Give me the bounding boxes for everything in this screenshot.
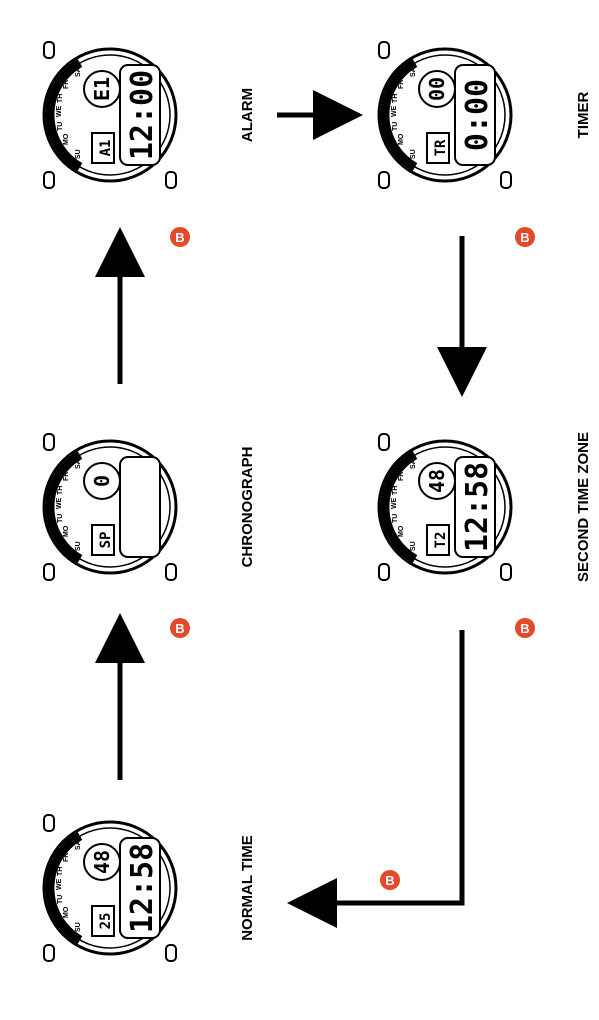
day-su: SU — [75, 922, 82, 932]
day-fr: FR — [63, 472, 70, 481]
day-sa: SA — [410, 67, 417, 77]
mode-label-alarm: ALARM — [239, 88, 256, 142]
day-th: TH — [57, 94, 64, 103]
day-su: SU — [75, 541, 82, 551]
watch-alarm: SU MO TU WE TH FR SA A1 E1 12:00 — [42, 41, 178, 189]
alarm-main-display: 12:00 — [125, 70, 160, 160]
day-we: WE — [56, 878, 63, 890]
watch-face-icon: SU MO TU WE TH FR SA T2 48 12:58 — [377, 433, 513, 581]
svg-text:B: B — [175, 621, 184, 636]
day-tu: TU — [57, 895, 64, 904]
mode-label-timer: TIMER — [575, 92, 592, 139]
button-b-icon: B — [380, 870, 400, 890]
day-su: SU — [75, 149, 82, 159]
day-th: TH — [57, 867, 64, 876]
day-fr: FR — [398, 472, 405, 481]
svg-text:B: B — [520, 621, 529, 636]
watch-timer: SU MO TU WE TH FR SA TR 00 0:00 — [377, 41, 513, 189]
day-we: WE — [56, 105, 63, 117]
chrono-right-display: 0 — [90, 475, 114, 487]
day-th: TH — [392, 94, 399, 103]
watch-normal-time: SU MO TU WE TH FR SA 25 48 12:58 — [42, 814, 178, 962]
day-sa: SA — [75, 840, 82, 850]
mode-label-chronograph: CHRONOGRAPH — [239, 447, 256, 568]
day-mo: MO — [63, 525, 70, 537]
tz2-left-display: T2 — [433, 532, 449, 549]
mode-label-normal: NORMAL TIME — [239, 835, 256, 941]
svg-text:B: B — [175, 230, 184, 245]
watch-second-time-zone: SU MO TU WE TH FR SA T2 48 12:58 — [377, 433, 513, 581]
day-tu: TU — [392, 122, 399, 131]
tz2-right-display: 48 — [425, 469, 449, 493]
day-mo: MO — [63, 906, 70, 918]
day-we: WE — [391, 497, 398, 509]
mode-label-second-time-zone: SECOND TIME ZONE — [575, 432, 592, 582]
alarm-left-display: A1 — [98, 140, 114, 157]
day-fr: FR — [63, 80, 70, 89]
day-we: WE — [56, 497, 63, 509]
day-we: WE — [391, 105, 398, 117]
watch-face-icon: SU MO TU WE TH FR SA A1 E1 12:00 — [42, 41, 178, 189]
day-sa: SA — [410, 459, 417, 469]
day-sa: SA — [75, 459, 82, 469]
day-th: TH — [392, 486, 399, 495]
watch-face-icon: SU MO TU WE TH FR SA TR 00 0:00 — [377, 41, 513, 189]
timer-left-display: TR — [433, 139, 449, 156]
day-sa: SA — [75, 67, 82, 77]
day-tu: TU — [57, 514, 64, 523]
svg-text:B: B — [385, 873, 394, 888]
day-mo: MO — [398, 133, 405, 145]
day-su: SU — [410, 149, 417, 159]
day-fr: FR — [63, 853, 70, 862]
button-b-icon: B — [515, 227, 535, 247]
arrow-icon — [287, 630, 465, 928]
day-th: TH — [57, 486, 64, 495]
day-fr: FR — [398, 80, 405, 89]
normal-right-display: 48 — [90, 850, 114, 874]
normal-main-display: 12:58 — [125, 843, 160, 933]
chrono-left-display: SP — [98, 532, 114, 549]
normal-left-display: 25 — [98, 913, 114, 930]
button-b-icon: B — [170, 227, 190, 247]
button-b-icon: B — [515, 618, 535, 638]
timer-right-display: 00 — [425, 77, 449, 101]
alarm-right-display: E1 — [90, 77, 114, 101]
svg-text:B: B — [520, 230, 529, 245]
watch-face-icon: SU MO TU WE TH FR SA 25 48 12:58 — [42, 814, 178, 962]
day-mo: MO — [63, 133, 70, 145]
day-su: SU — [410, 541, 417, 551]
tz2-main-display: 12:58 — [460, 462, 495, 552]
watch-face-icon: SU MO TU WE TH FR SA SP 0 — [42, 433, 178, 581]
watch-chronograph: SU MO TU WE TH FR SA SP 0 — [42, 433, 178, 581]
timer-main-display: 0:00 — [460, 79, 495, 151]
button-b-icon: B — [170, 618, 190, 638]
day-mo: MO — [398, 525, 405, 537]
day-tu: TU — [392, 514, 399, 523]
day-tu: TU — [57, 122, 64, 131]
